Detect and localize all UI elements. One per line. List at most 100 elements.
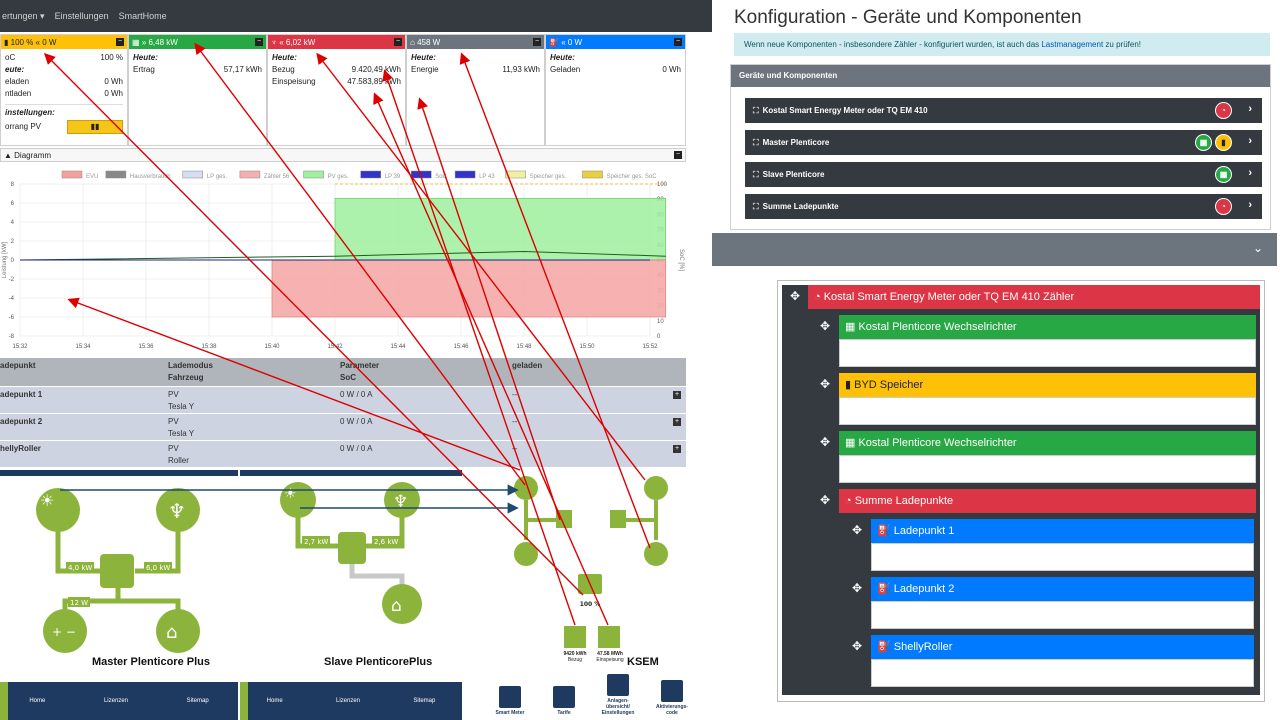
node-inverter-1[interactable]: ✥ ▦ Kostal Plenticore Wechselrichter bbox=[812, 315, 1256, 369]
chevron-right-icon[interactable]: › bbox=[1248, 199, 1252, 211]
minimize-icon[interactable]: − bbox=[116, 38, 124, 46]
y2-tick-label: 10 bbox=[657, 319, 664, 325]
legend-label: EVU bbox=[86, 174, 98, 180]
move-icon[interactable]: ✥ bbox=[820, 435, 831, 449]
counter-icon: ◔ bbox=[814, 291, 824, 303]
house-card-header[interactable]: ⌂ 458 W − bbox=[407, 35, 544, 49]
master-footer: Home Lizenzen Sitemap bbox=[0, 682, 238, 720]
smart-meter-button[interactable]: Smart Meter bbox=[490, 686, 530, 716]
minimize-icon[interactable]: − bbox=[394, 38, 402, 46]
lizenzen-link[interactable]: Lizenzen bbox=[335, 698, 361, 704]
house-icon: ⌂ bbox=[410, 37, 418, 47]
chevron-right-icon[interactable]: › bbox=[1248, 103, 1252, 115]
y-tick-label: 2 bbox=[11, 239, 15, 245]
slave-footer: Home Lizenzen Sitemap bbox=[240, 682, 462, 720]
battery-icon bbox=[43, 609, 87, 653]
device-item-slave[interactable]: ⛶Slave Plenticore ▦ › bbox=[745, 162, 1262, 187]
top-navbar: ertungen ▾ Einstellungen SmartHome bbox=[0, 0, 712, 32]
structure-header[interactable]: ⌄ bbox=[712, 233, 1277, 266]
legend-swatch bbox=[582, 170, 603, 179]
battery-icon bbox=[514, 542, 538, 566]
charging-station-icon: ⛽ bbox=[877, 583, 894, 595]
legend-label: Speicher ges. SoC bbox=[607, 174, 658, 180]
house-icon bbox=[598, 626, 620, 648]
y-tick-label: -8 bbox=[9, 334, 15, 340]
counter-icon: ◔ bbox=[1215, 198, 1232, 215]
pv-area bbox=[334, 197, 667, 261]
chevron-right-icon[interactable]: › bbox=[1248, 167, 1252, 179]
grid-card-header[interactable]: ♆ « 6,02 kW − bbox=[268, 35, 405, 49]
legend-swatch bbox=[105, 170, 127, 179]
legend-swatch bbox=[182, 170, 204, 179]
x-tick-label: 15:42 bbox=[327, 344, 343, 350]
minimize-icon[interactable]: − bbox=[674, 38, 682, 46]
move-icon[interactable]: ✥ bbox=[852, 523, 863, 537]
battery-icon: ▮ bbox=[1215, 134, 1232, 151]
y-tick-label: 0 bbox=[11, 258, 15, 264]
legend-label: LP 39 bbox=[385, 174, 401, 180]
device-item-master[interactable]: ⛶Master Plenticore ▦▮ › bbox=[745, 130, 1262, 155]
nav-smarthome[interactable]: SmartHome bbox=[118, 11, 167, 21]
expand-icon[interactable]: + bbox=[673, 391, 681, 399]
expand-icon[interactable]: + bbox=[673, 445, 681, 453]
node-lp1[interactable]: ✥ ⛽ Ladepunkt 1 bbox=[844, 519, 1254, 573]
minimize-icon[interactable]: − bbox=[533, 38, 541, 46]
chevron-down-icon[interactable]: ⌄ bbox=[1252, 241, 1263, 255]
node-battery[interactable]: ✥ ▮ BYD Speicher bbox=[812, 373, 1256, 427]
sitemap-link[interactable]: Sitemap bbox=[413, 698, 436, 704]
pv-card-header[interactable]: ▦ » 6,48 kW − bbox=[129, 35, 266, 49]
y-tick-label: 4 bbox=[11, 220, 15, 226]
move-icon[interactable]: ✥ bbox=[852, 639, 863, 653]
legend-swatch bbox=[61, 170, 83, 179]
move-icon[interactable]: ✥ bbox=[820, 319, 831, 333]
y-axis-label: Leistung [kW] bbox=[2, 241, 8, 278]
aktivierung-button[interactable]: Aktivierungs-code bbox=[652, 680, 692, 716]
move-icon[interactable]: ✥ bbox=[820, 377, 831, 391]
inverter-icon bbox=[338, 532, 366, 564]
svg-text:♆: ♆ bbox=[393, 492, 408, 512]
minimize-icon[interactable]: − bbox=[674, 151, 682, 159]
device-item-summe[interactable]: ⛶Summe Ladepunkte ◔ › bbox=[745, 194, 1262, 219]
move-icon[interactable]: ✥ bbox=[852, 581, 863, 595]
devices-panel: Geräte und Komponenten ⛶Kostal Smart Ene… bbox=[730, 64, 1271, 230]
svg-text:2,6 kW: 2,6 kW bbox=[374, 538, 398, 546]
inverter-icon bbox=[610, 510, 626, 528]
diagram-header[interactable]: ▲ Diagramm − bbox=[0, 148, 686, 162]
move-icon[interactable]: ✥ bbox=[790, 289, 801, 303]
node-inverter-2[interactable]: ✥ ▦ Kostal Plenticore Wechselrichter bbox=[812, 431, 1256, 485]
chargepoint-card-header[interactable]: ⛽ « 0 W − bbox=[546, 35, 685, 49]
nav-auswertungen[interactable]: ertungen ▾ bbox=[2, 10, 45, 21]
grid-icon bbox=[564, 626, 586, 648]
node-lp2[interactable]: ✥ ⛽ Ladepunkt 2 bbox=[844, 577, 1254, 631]
expand-icon[interactable]: + bbox=[673, 418, 681, 426]
chevron-right-icon[interactable]: › bbox=[1248, 135, 1252, 147]
lizenzen-link[interactable]: Lizenzen bbox=[103, 698, 128, 704]
legend-swatch bbox=[505, 170, 526, 179]
y2-tick-label: 0 bbox=[657, 334, 661, 340]
minimize-icon[interactable]: − bbox=[255, 38, 263, 46]
network-icon: ⛶ bbox=[753, 201, 759, 211]
node-lp3[interactable]: ✥ ⛽ ShellyRoller bbox=[844, 635, 1254, 689]
solar-panel-icon: ▦ bbox=[1215, 166, 1232, 183]
nav-einstellungen[interactable]: Einstellungen bbox=[54, 11, 109, 21]
solar-panel-icon: ▦ bbox=[845, 321, 859, 333]
device-item-ksem[interactable]: ⛶Kostal Smart Energy Meter oder TQ EM 41… bbox=[745, 98, 1262, 123]
vorrang-battery-button[interactable]: ▮▮ bbox=[67, 120, 123, 134]
sitemap-link[interactable]: Sitemap bbox=[186, 698, 209, 704]
home-link[interactable]: Home bbox=[266, 698, 283, 704]
legend-label: PV ges. bbox=[328, 174, 349, 180]
anlagen-button[interactable]: Anlagen-übersicht/ Einstellungen bbox=[598, 674, 638, 716]
legend-label: SoC bbox=[435, 174, 447, 180]
battery-card-header[interactable]: ▮ 100 % « 0 W − bbox=[1, 35, 127, 49]
move-icon[interactable]: ✥ bbox=[820, 493, 831, 507]
home-link[interactable]: Home bbox=[29, 698, 46, 704]
tarife-button[interactable]: Tarife bbox=[544, 686, 584, 716]
lastmanagement-link[interactable]: Lastmanagement bbox=[1041, 40, 1104, 49]
battery-icon: ▮▮ bbox=[90, 122, 100, 131]
